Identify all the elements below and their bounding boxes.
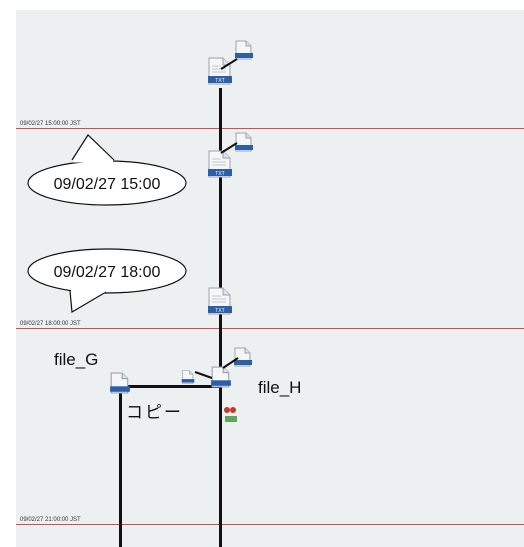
txt-file-icon[interactable]: [208, 287, 232, 315]
time-marker-line: [16, 524, 524, 525]
scissors-icon[interactable]: [222, 402, 240, 424]
txt-file-icon[interactable]: [208, 150, 232, 178]
time-marker-line: [16, 128, 524, 129]
txt-file-icon[interactable]: [211, 366, 231, 388]
link-arrow-icon: [220, 142, 238, 154]
timeline-canvas[interactable]: 09/02/27 15:00:00 JST 09/02/27 18:00:00 …: [16, 10, 524, 547]
file-h-label: file_H: [258, 378, 302, 397]
link-arrow-icon: [220, 58, 238, 70]
link-arrow-icon: [222, 357, 239, 369]
txt-file-icon[interactable]: [235, 40, 253, 60]
callout-text: 09/02/27 18:00: [54, 264, 161, 281]
time-marker-label: 09/02/27 18:00:00 JST: [20, 321, 81, 327]
file-g-label: file_G: [54, 350, 99, 369]
time-marker-label: 09/02/27 15:00:00 JST: [20, 121, 81, 127]
copy-label: コピー: [126, 403, 183, 422]
callout-bubble: 09/02/27 15:00: [27, 134, 187, 206]
callout-bubble: 09/02/27 18:00: [27, 248, 187, 313]
time-marker-line: [16, 328, 524, 329]
copy-connector: [120, 385, 221, 388]
file-g-timeline: [119, 382, 122, 547]
file-h-timeline: [219, 88, 222, 547]
txt-file-icon[interactable]: [110, 372, 130, 394]
callout-text: 09/02/27 15:00: [54, 176, 161, 193]
time-marker-label: 09/02/27 21:00:00 JST: [20, 517, 81, 523]
link-arrow-icon: [194, 371, 213, 379]
